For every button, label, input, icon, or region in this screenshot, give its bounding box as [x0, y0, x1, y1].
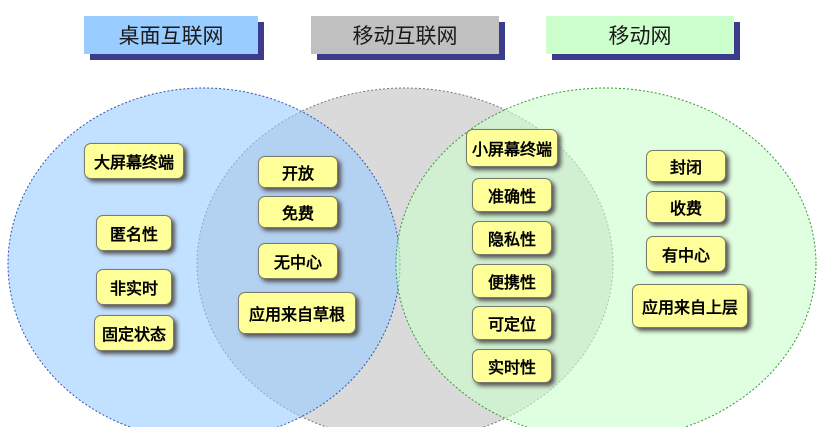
tag-non-realtime: 非实时 — [96, 269, 172, 305]
tag-free: 免费 — [258, 196, 338, 228]
tag-small-screen: 小屏幕终端 — [466, 129, 558, 167]
tag-locatable: 可定位 — [472, 306, 552, 340]
tag-paid: 收费 — [646, 191, 726, 223]
tag-grassroots-apps: 应用来自草根 — [238, 292, 356, 334]
header-mobile-network: 移动网 — [546, 16, 734, 54]
tag-portability: 便携性 — [472, 264, 552, 298]
tag-realtime: 实时性 — [472, 349, 552, 383]
tag-closed: 封闭 — [646, 150, 726, 182]
tag-decentralized: 无中心 — [258, 243, 338, 279]
circle-desktop-internet — [7, 87, 401, 427]
tag-large-screen: 大屏幕终端 — [84, 143, 184, 179]
header-desktop-internet: 桌面互联网 — [84, 16, 258, 54]
circle-mobile-network — [395, 87, 817, 427]
tag-centralized: 有中心 — [646, 236, 726, 272]
tag-privacy: 隐私性 — [472, 221, 552, 255]
tag-top-down-apps: 应用来自上层 — [632, 284, 748, 328]
header-mobile-internet: 移动互联网 — [311, 16, 499, 54]
tag-open: 开放 — [258, 156, 338, 188]
tag-accuracy: 准确性 — [472, 178, 552, 212]
tag-anonymity: 匿名性 — [96, 215, 172, 251]
tag-fixed-state: 固定状态 — [94, 315, 174, 351]
